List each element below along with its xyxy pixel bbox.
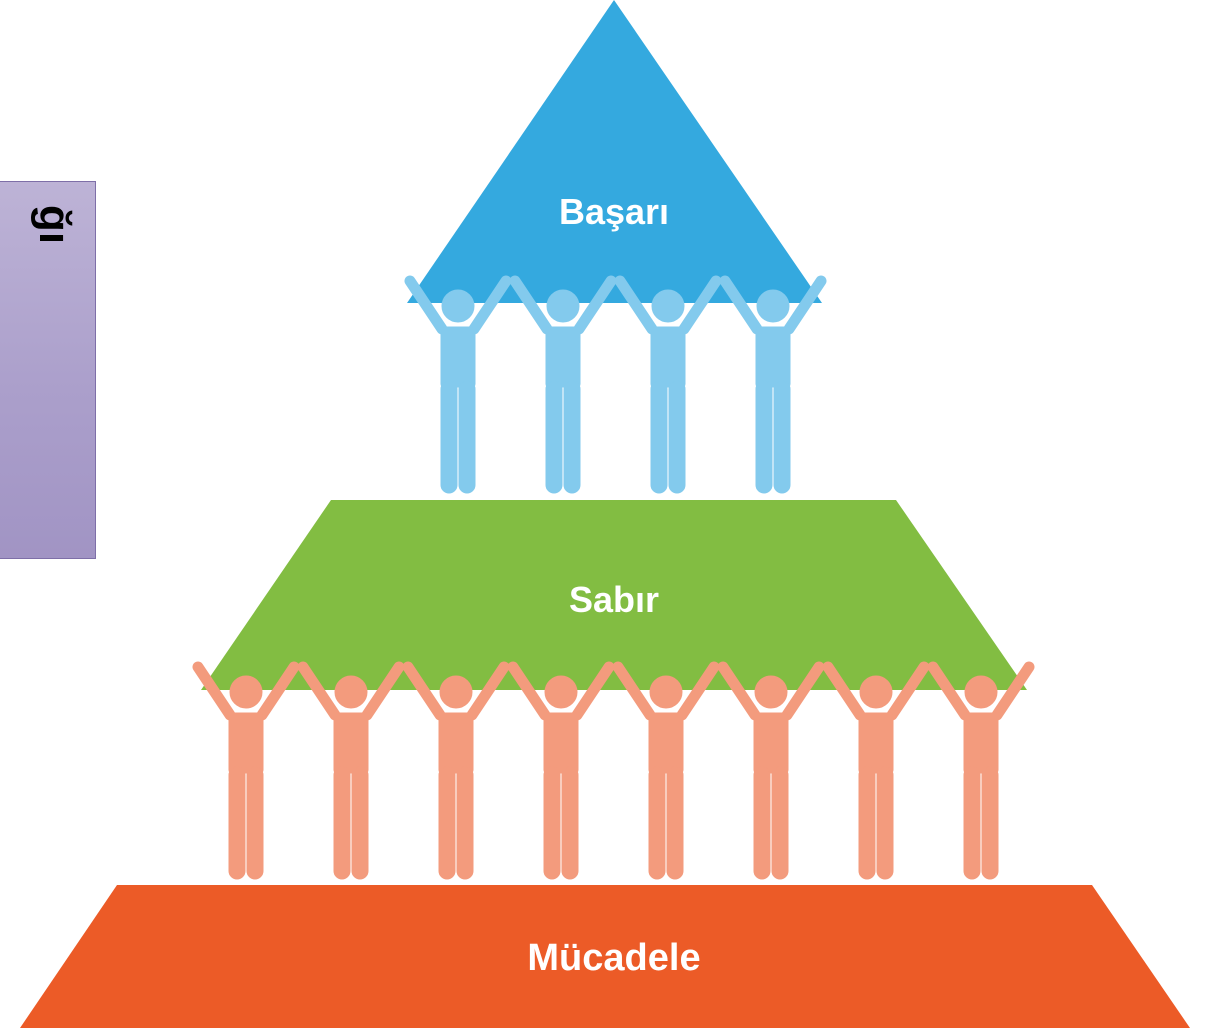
person-middle-1 [198,667,294,879]
people-row-top [410,281,821,493]
person-middle-4 [513,667,609,879]
person-middle-8 [933,667,1029,879]
level-middle-trapezoid [201,500,1027,690]
people-row-middle [198,667,1029,879]
level-base-trapezoid [20,885,1190,1028]
level-base-label: Mücadele [527,937,700,979]
person-middle-2 [303,667,399,879]
person-middle-6 [723,667,819,879]
person-middle-5 [618,667,714,879]
level-top-label: Başarı [559,191,669,232]
person-middle-7 [828,667,924,879]
person-middle-3 [408,667,504,879]
side-panel [0,181,96,559]
person-top-1 [410,281,506,493]
person-top-2 [515,281,611,493]
level-middle-label: Sabır [569,579,659,620]
person-top-4 [725,281,821,493]
level-top-triangle [407,0,822,303]
person-top-3 [620,281,716,493]
